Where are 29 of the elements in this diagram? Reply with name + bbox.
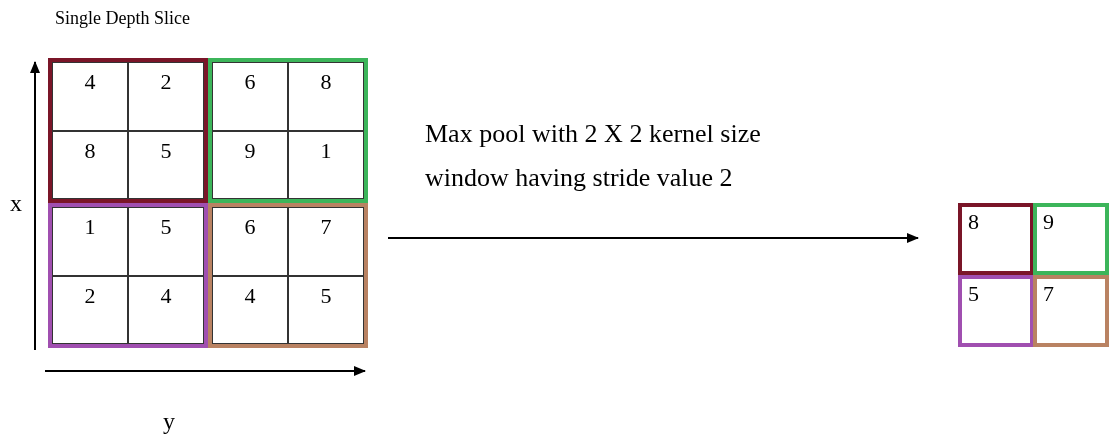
matrix-cell: 4 bbox=[212, 275, 288, 344]
edge-label: Max pool with 2 X 2 kernel size window having stride value 2 bbox=[425, 118, 762, 194]
matrix-cell: 1 bbox=[288, 130, 364, 199]
matrix-cell: 2 bbox=[128, 62, 204, 131]
matrix-cell: 4 bbox=[128, 275, 204, 344]
matrix-cell: 1 bbox=[52, 207, 128, 276]
output-cell: 7 bbox=[1033, 275, 1109, 347]
pooling-window bbox=[208, 58, 368, 203]
output-cell: 5 bbox=[958, 275, 1034, 347]
arrow bbox=[387, 233, 919, 243]
matrix-cell: 6 bbox=[212, 62, 288, 131]
axis-label: y bbox=[163, 408, 175, 435]
pooling-window bbox=[208, 203, 368, 348]
matrix-cell: 5 bbox=[288, 275, 364, 344]
matrix-cell: 7 bbox=[288, 207, 364, 276]
matrix-cell: 8 bbox=[288, 62, 364, 131]
axis-label: x bbox=[10, 190, 22, 217]
pooling-window bbox=[48, 203, 208, 348]
output-cell: 8 bbox=[958, 203, 1034, 275]
matrix-cell: 8 bbox=[52, 130, 128, 199]
matrix-cell: 5 bbox=[128, 207, 204, 276]
matrix-cell: 5 bbox=[128, 130, 204, 199]
matrix-cell: 6 bbox=[212, 207, 288, 276]
matrix-cell: 9 bbox=[212, 130, 288, 199]
matrix-cell: 4 bbox=[52, 62, 128, 131]
matrix-cell: 2 bbox=[52, 275, 128, 344]
output-cell: 9 bbox=[1033, 203, 1109, 275]
title: Single Depth Slice bbox=[55, 8, 190, 29]
pooling-window bbox=[48, 58, 208, 203]
